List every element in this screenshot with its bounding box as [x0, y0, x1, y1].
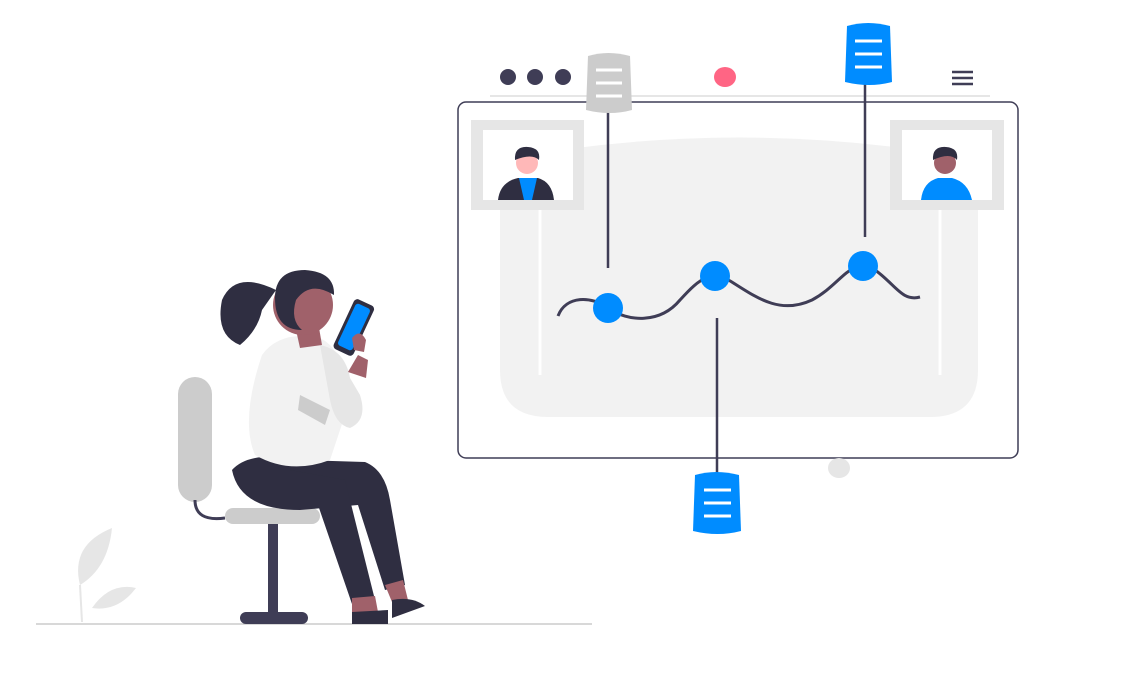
- plant: [78, 528, 136, 623]
- document-icon[interactable]: [586, 53, 632, 113]
- chart-node-icon[interactable]: [700, 261, 730, 291]
- record-dot-icon: [714, 67, 736, 87]
- window-controls: [500, 69, 571, 85]
- document-icon[interactable]: [693, 472, 741, 534]
- woman: [220, 270, 425, 624]
- avatar-left: [471, 120, 584, 210]
- window-dot-icon: [555, 69, 571, 85]
- hamburger-menu-icon: [952, 70, 973, 86]
- avatar-right: [890, 120, 1004, 210]
- chart-node-icon[interactable]: [848, 251, 878, 281]
- window-dot-icon: [527, 69, 543, 85]
- chart-background: [500, 137, 978, 417]
- decorative-blob: [828, 458, 850, 478]
- chart-node-icon[interactable]: [593, 293, 623, 323]
- chair: [178, 377, 320, 624]
- document-icon[interactable]: [845, 23, 892, 85]
- window-dot-icon: [500, 69, 516, 85]
